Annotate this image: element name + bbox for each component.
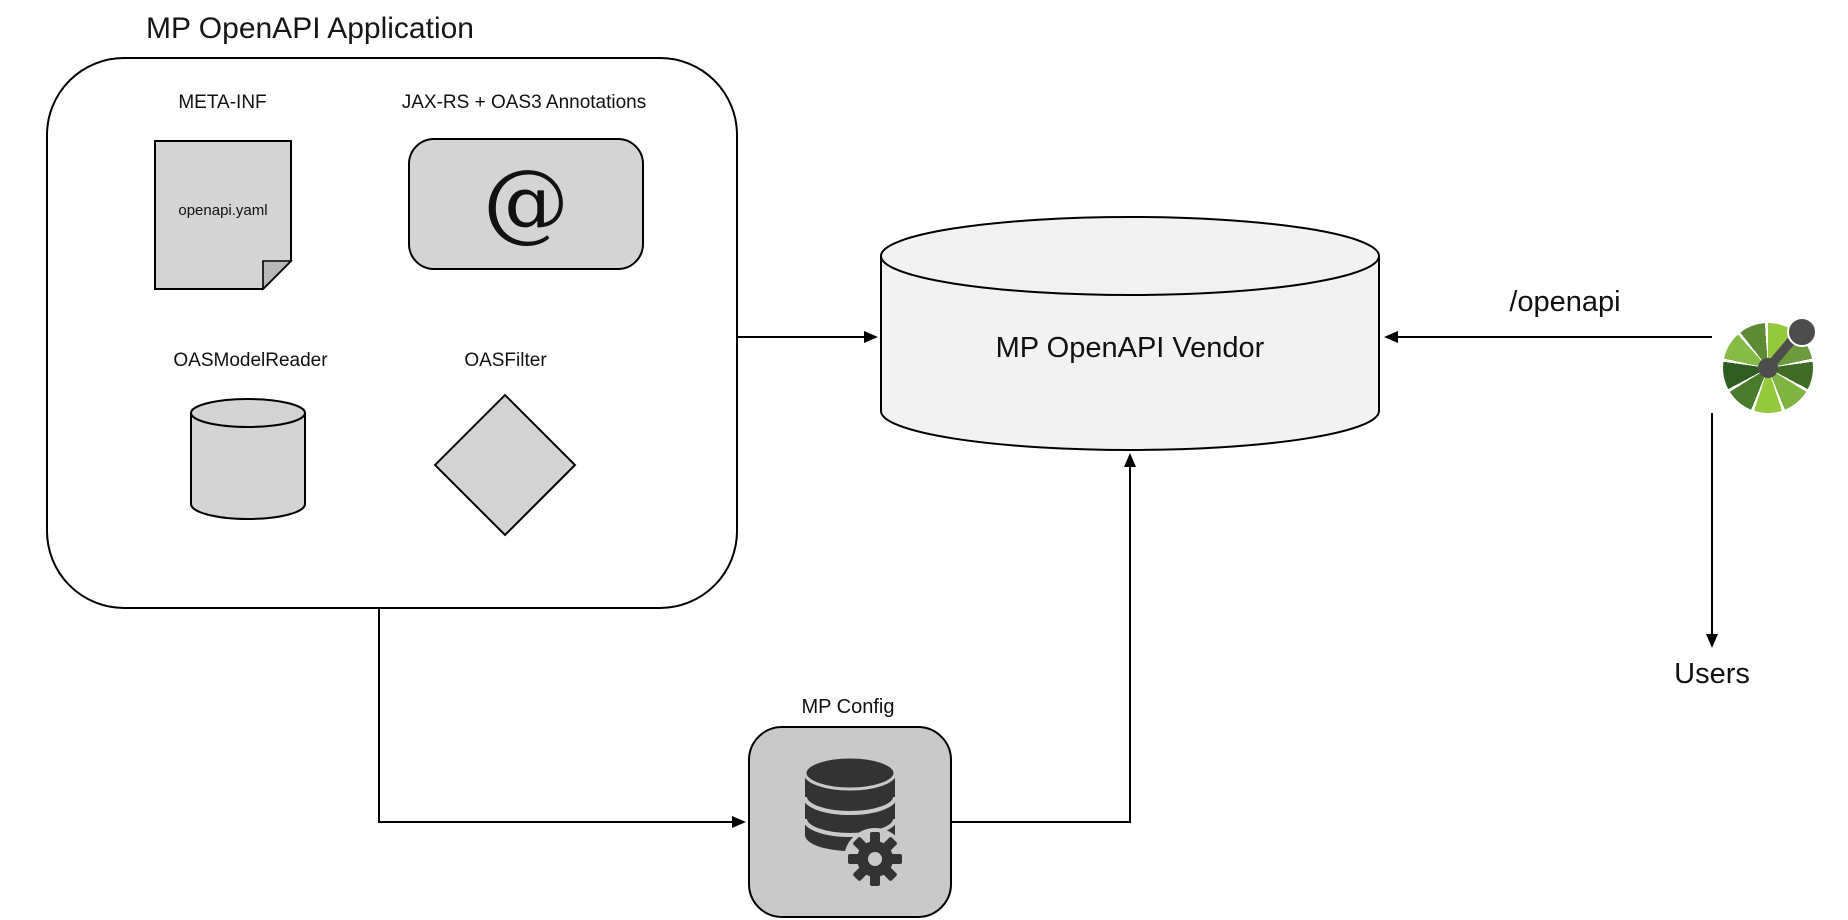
meta-inf-label: META-INF: [178, 92, 267, 113]
vendor-label: MP OpenAPI Vendor: [995, 332, 1265, 364]
at-symbol-icon: @: [483, 152, 569, 252]
openapi-knob: [1787, 317, 1817, 347]
arrowhead-into-users: [1706, 634, 1718, 648]
vendor-cylinder-icon: [878, 214, 1382, 452]
filter-diamond-icon: [432, 392, 578, 538]
annotations-box: @: [408, 138, 644, 270]
model-reader-label: OASModelReader: [173, 350, 328, 371]
arrow-config-to-vendor-line: [948, 467, 1131, 823]
diagram-title: MP OpenAPI Application: [146, 12, 474, 45]
arrow-app-to-config-line: [378, 605, 732, 823]
annotations-label: JAX-RS + OAS3 Annotations: [401, 92, 647, 113]
arrowhead-into-vendor-left: [864, 331, 878, 343]
arrowhead-into-config: [732, 816, 746, 828]
config-database-gear-icon: [803, 755, 906, 890]
arrowhead-into-vendor-right: [1384, 331, 1398, 343]
openapi-logo-icon: [1723, 317, 1817, 413]
filter-label: OASFilter: [464, 350, 547, 371]
config-box: [748, 726, 952, 918]
openapi-yaml-filename: openapi.yaml: [178, 202, 268, 219]
users-label: Users: [1674, 658, 1750, 690]
config-label: MP Config: [801, 696, 895, 718]
model-reader-cylinder-icon: [188, 396, 308, 522]
openapi-yaml-document-icon: openapi.yaml: [152, 138, 294, 292]
arrowhead-into-vendor-bottom: [1124, 453, 1136, 467]
endpoint-label: /openapi: [1509, 286, 1621, 318]
openapi-center-dot: [1758, 358, 1778, 378]
app-container-box: [46, 57, 738, 609]
